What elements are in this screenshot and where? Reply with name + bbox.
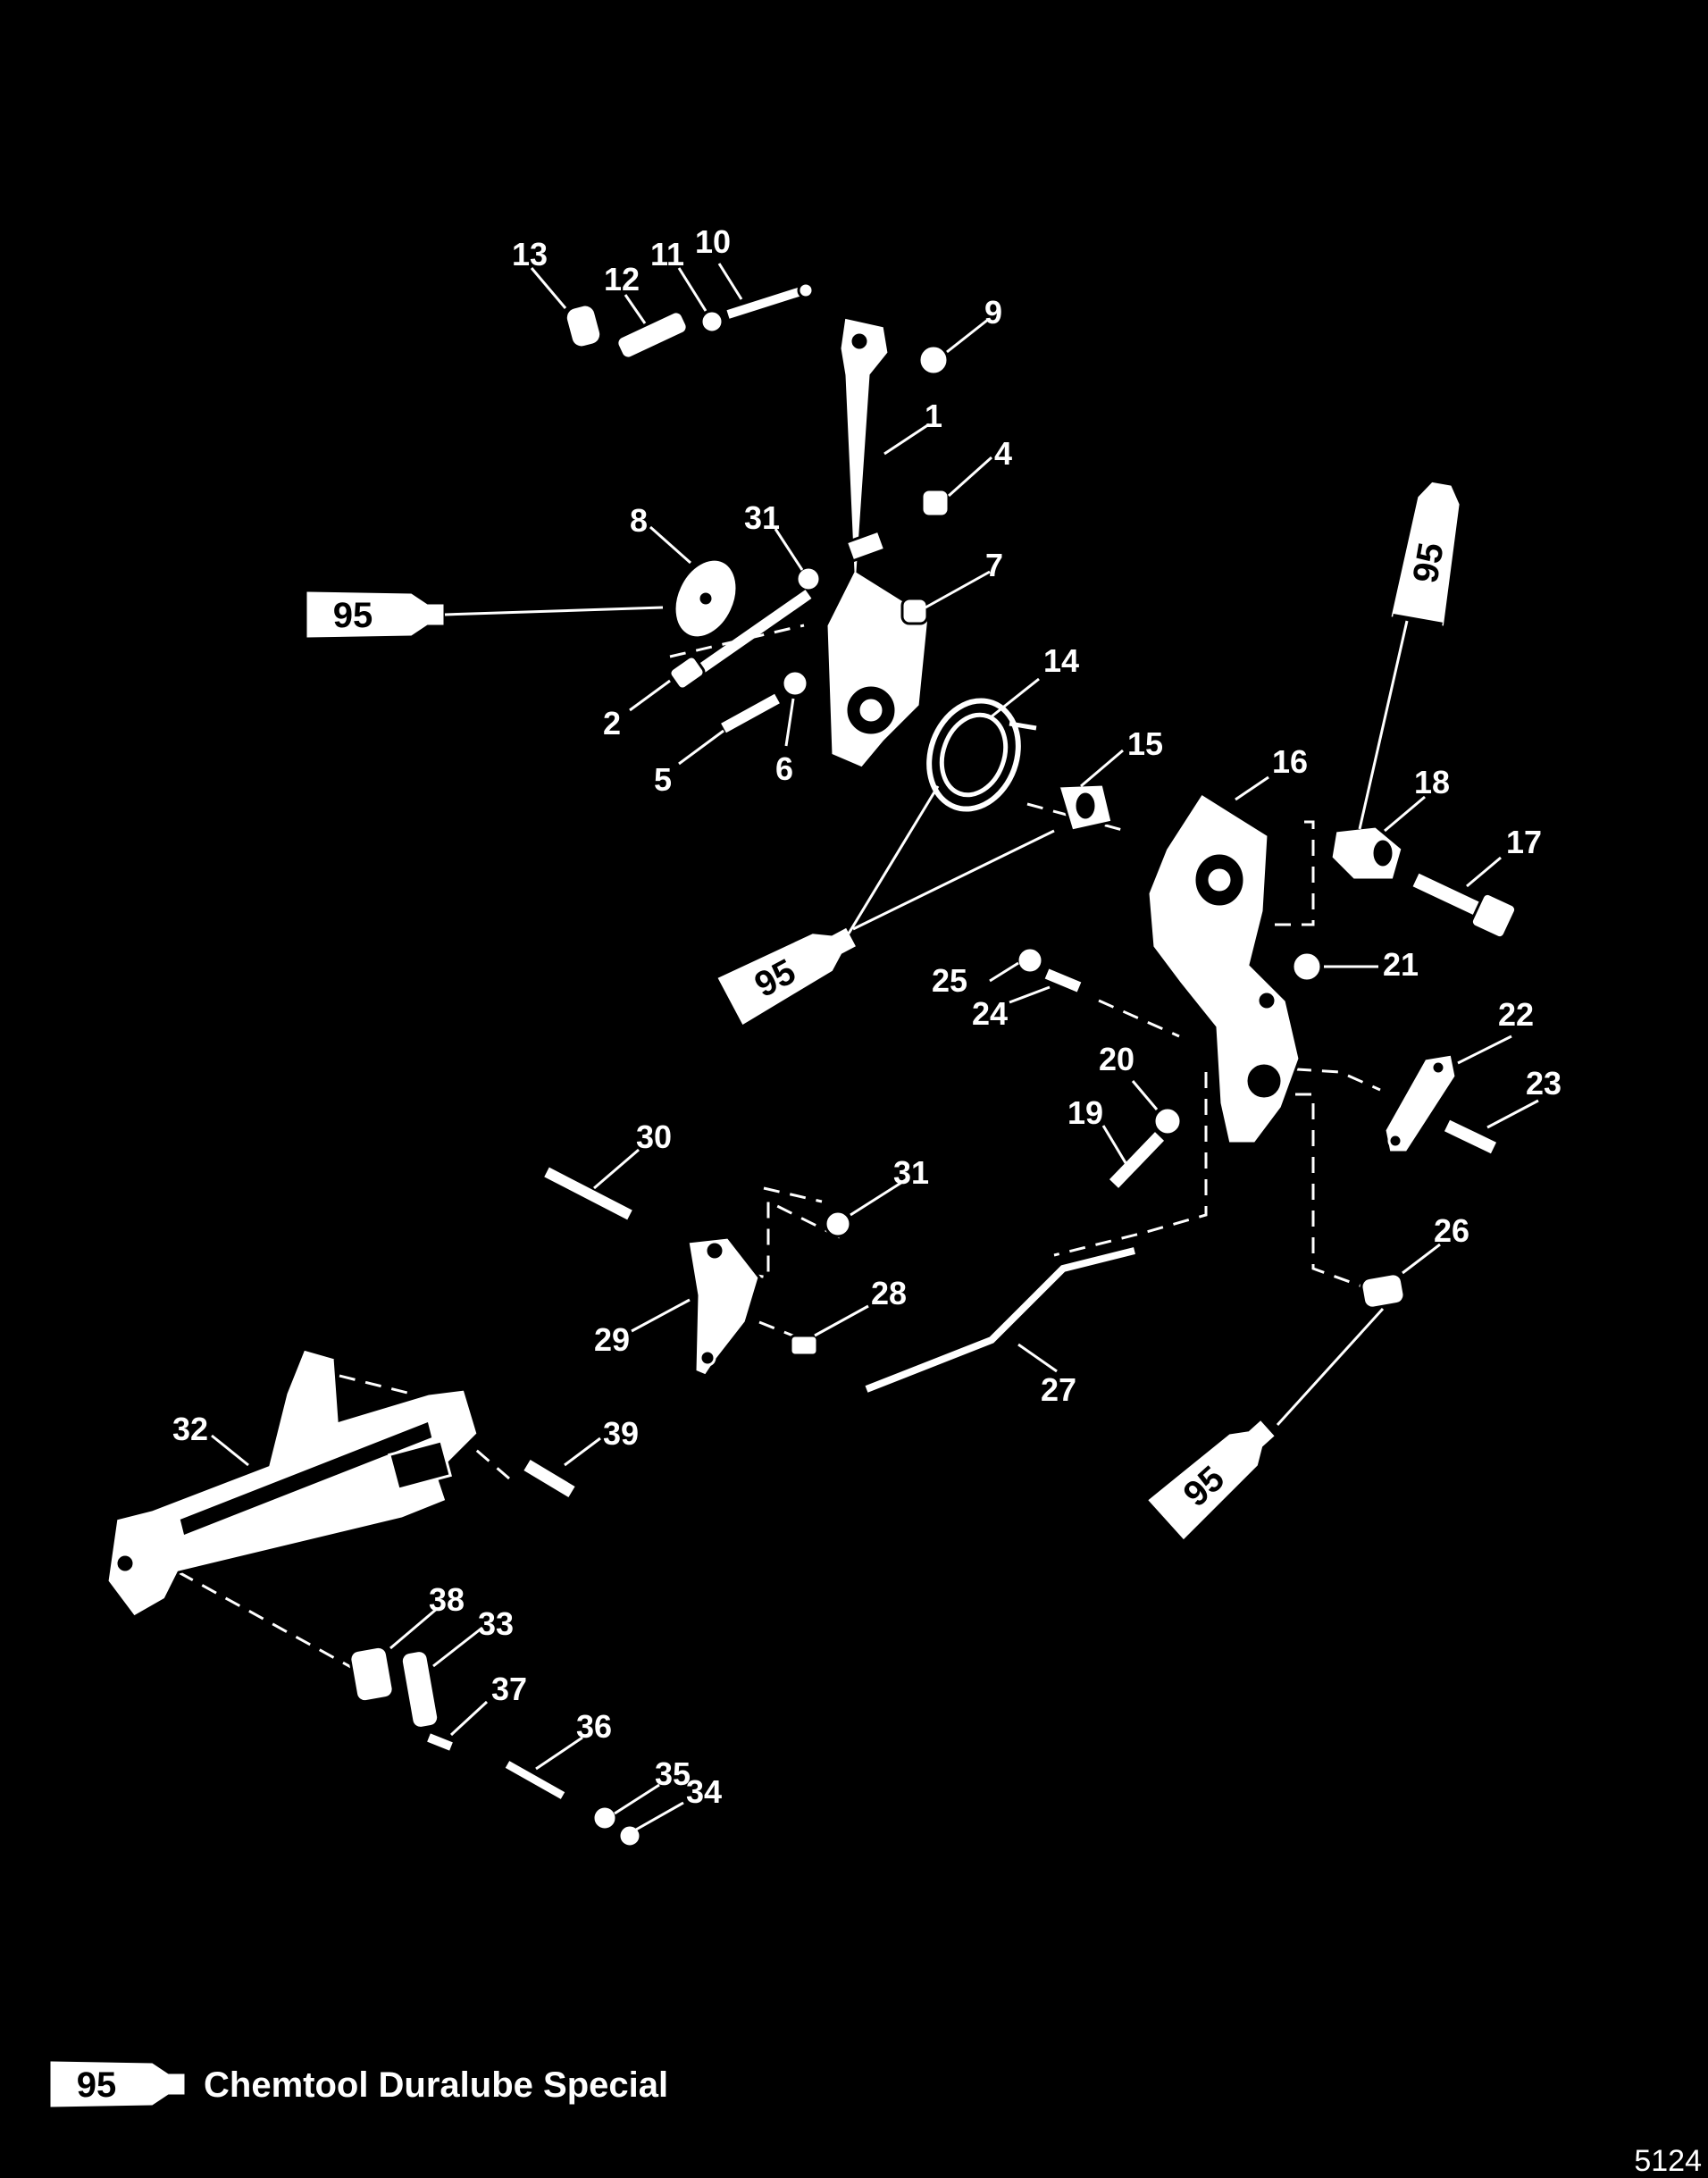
callout-17: 17 [1506, 824, 1542, 860]
callout-11: 11 [650, 236, 684, 272]
callout-37: 37 [491, 1671, 527, 1707]
lubricant-tube-center: 95 [717, 927, 856, 1026]
callout-6: 6 [775, 750, 793, 787]
callout-31-upper: 31 [744, 499, 780, 536]
callout-2: 2 [603, 705, 621, 741]
callout-7: 7 [985, 547, 1003, 583]
part-4-bushing [920, 488, 950, 518]
part-31-nut-upper [795, 565, 822, 592]
callout-28: 28 [871, 1275, 907, 1311]
part-25-nut [1016, 946, 1044, 975]
lubricant-tube-upper-right: 95 [1391, 482, 1460, 626]
part-13-knob [564, 303, 603, 349]
part-23-screw [1444, 1119, 1497, 1154]
part-29-lever [686, 1236, 761, 1378]
part-36-pin [505, 1761, 565, 1799]
callout-13: 13 [512, 236, 548, 272]
callout-10: 10 [695, 223, 731, 260]
callout-34: 34 [686, 1773, 722, 1810]
part-10-spring [726, 281, 815, 319]
callout-12: 12 [604, 261, 640, 297]
part-14-spring [926, 698, 1037, 812]
leader-lines [211, 263, 1539, 1831]
part-7-bushing [900, 597, 929, 625]
callout-31-lower: 31 [893, 1154, 929, 1191]
callout-22: 22 [1498, 996, 1534, 1033]
tube-label: 95 [333, 596, 373, 635]
legend-text: Chemtool Duralube Special [204, 2065, 668, 2105]
callout-5: 5 [654, 761, 672, 798]
callout-24: 24 [972, 995, 1008, 1032]
part-28-clip [789, 1334, 819, 1357]
callout-4: 4 [994, 435, 1012, 472]
callout-32: 32 [172, 1411, 208, 1447]
tube-label: 95 [1406, 540, 1452, 585]
figure-number: 5124 [1634, 2144, 1702, 2178]
part-18-bushing [1329, 825, 1404, 882]
callout-26: 26 [1434, 1212, 1469, 1249]
callout-9: 9 [984, 294, 1002, 331]
part-32-bracket [105, 1347, 480, 1619]
callout-16: 16 [1272, 743, 1308, 780]
callout-23: 23 [1526, 1065, 1561, 1102]
callout-8: 8 [630, 502, 648, 539]
part-15-bushing [1057, 783, 1114, 833]
callout-33: 33 [478, 1605, 514, 1642]
callout-25: 25 [932, 962, 967, 999]
part-9-nut [917, 344, 950, 376]
callout-14: 14 [1043, 642, 1079, 679]
callout-36: 36 [576, 1708, 612, 1745]
part-2-screw [668, 590, 812, 691]
part-27-link-rod [865, 1247, 1135, 1393]
callout-27: 27 [1041, 1371, 1076, 1408]
part-35-washer [591, 1805, 618, 1831]
part-30-stud [544, 1167, 632, 1220]
part-31-nut-lower [824, 1210, 852, 1238]
part-20-washer [1152, 1106, 1183, 1136]
part-26-bushing [1360, 1272, 1406, 1310]
part-33-plate [399, 1649, 440, 1730]
callout-38: 38 [429, 1581, 465, 1618]
part-11-washer [699, 309, 724, 334]
part-8-washer [673, 557, 739, 640]
legend-tube-icon: 95 [50, 2061, 185, 2107]
callout-39: 39 [603, 1415, 639, 1452]
callout-35: 35 [655, 1755, 691, 1792]
part-12-pin [615, 310, 689, 360]
part-16-bracket [1146, 791, 1302, 1145]
legend: 95 Chemtool Duralube Special [50, 2061, 668, 2107]
part-34-nut [617, 1823, 642, 1848]
part-39-screw [523, 1459, 575, 1498]
part-1-throttle-arm [825, 315, 931, 770]
lubricant-tube-lower-right: 95 [1148, 1420, 1275, 1540]
callout-30: 30 [636, 1118, 672, 1155]
lubricant-tube-left: 95 [306, 591, 444, 638]
part-37-screw [427, 1733, 453, 1751]
callout-21: 21 [1383, 946, 1419, 983]
callout-29: 29 [594, 1321, 630, 1358]
callout-18: 18 [1414, 764, 1450, 800]
part-22-link [1383, 1052, 1458, 1154]
part-19-screw [1109, 1132, 1165, 1188]
part-6-nut [781, 669, 809, 698]
callout-20: 20 [1099, 1041, 1134, 1077]
callout-15: 15 [1127, 725, 1163, 762]
part-38-block [348, 1645, 395, 1704]
part-5-screw [721, 693, 780, 733]
callouts: 1 2 4 5 6 7 8 9 10 11 12 13 14 15 16 17 … [172, 223, 1561, 1810]
callout-1: 1 [925, 398, 942, 434]
callout-19: 19 [1068, 1094, 1103, 1131]
part-21-nut [1291, 951, 1323, 983]
part-24-spring [1044, 968, 1082, 993]
legend-tube-code: 95 [77, 2065, 117, 2105]
part-17-bolt [1412, 873, 1518, 940]
parts [105, 281, 1518, 1848]
